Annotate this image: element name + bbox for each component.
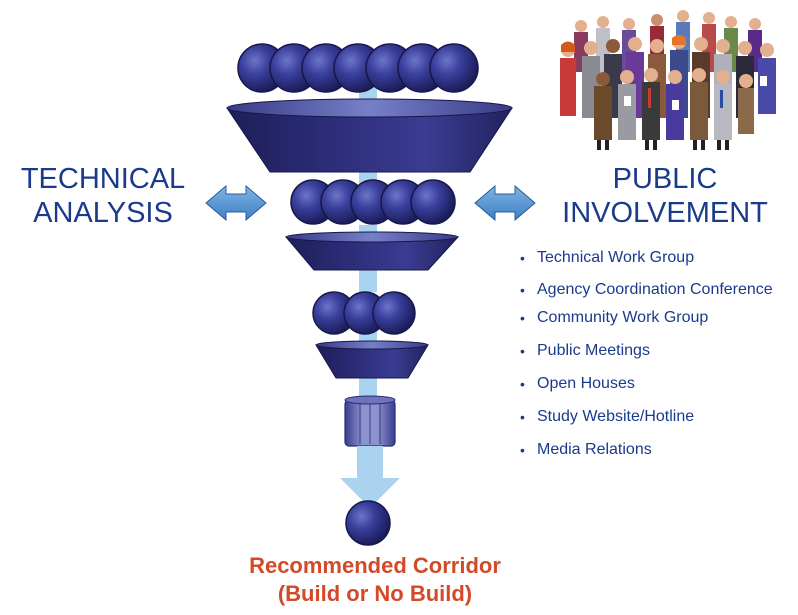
list-item: Study Website/Hotline: [520, 407, 790, 427]
stage-3-balls: [312, 291, 416, 335]
double-arrow-icon: [205, 184, 267, 222]
stage-1-balls: [237, 43, 479, 93]
list-item: Community Work Group: [520, 308, 790, 328]
double-arrow-icon: [474, 184, 536, 222]
list-item: Agency Coordination Conference: [520, 280, 790, 300]
final-ball: [345, 500, 391, 546]
option-ball: [372, 291, 416, 335]
stream-segment-6: [359, 378, 377, 400]
funnel-stage-3: [315, 340, 429, 379]
funnel-stage-2: [284, 231, 460, 271]
public-involvement-list: Technical Work Group Agency Coordination…: [520, 248, 790, 460]
funnel-stage-1: [226, 98, 513, 173]
funnel-tube: [344, 395, 396, 447]
list-item: Open Houses: [520, 374, 790, 394]
down-arrow-icon: [340, 446, 400, 508]
stage-2-balls: [290, 179, 456, 225]
list-item: Technical Work Group: [520, 248, 790, 268]
public-involvement-title: PUBLIC INVOLVEMENT: [545, 162, 785, 230]
technical-analysis-line-1: TECHNICAL: [20, 163, 186, 195]
list-item: Public Meetings: [520, 341, 790, 361]
public-involvement-line-1: PUBLIC: [612, 163, 718, 195]
crowd-of-people-icon: [560, 10, 776, 150]
result-line-1: Recommended Corridor: [249, 553, 501, 578]
stream-segment-4: [359, 270, 377, 292]
technical-analysis-line-2: ANALYSIS: [33, 197, 173, 229]
list-item: Media Relations: [520, 440, 790, 460]
result-line-2: (Build or No Build): [277, 581, 473, 606]
option-ball: [429, 43, 479, 93]
option-ball: [410, 179, 456, 225]
technical-analysis-title: TECHNICAL ANALYSIS: [8, 162, 198, 230]
public-involvement-line-2: INVOLVEMENT: [562, 197, 768, 229]
recommended-corridor-label: Recommended Corridor (Build or No Build): [170, 552, 580, 608]
